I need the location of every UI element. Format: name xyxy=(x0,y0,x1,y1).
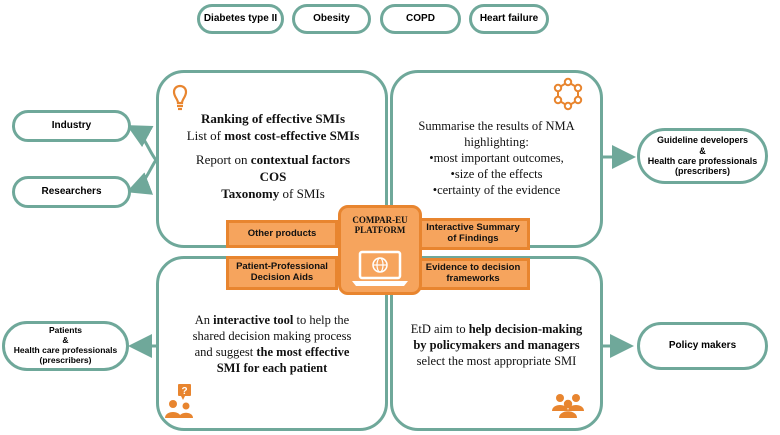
stakeholder-patients: Patients & Health care professionals (pr… xyxy=(2,321,129,371)
policymakers-line: by policymakers and managers xyxy=(413,338,580,352)
arrow-to-researchers xyxy=(126,159,158,195)
and-suggest-text: and suggest xyxy=(194,345,257,359)
laptop-globe-icon xyxy=(352,250,408,286)
bullet-certainty: •certainty of the evidence xyxy=(432,183,561,197)
contextual-factors-text: contextual factors xyxy=(250,152,351,167)
contextual-line: Report on contextual factors xyxy=(160,151,386,168)
summary-line-2: of Findings xyxy=(447,233,499,244)
patients-line-4: (prescribers) xyxy=(39,354,92,365)
guideline-line-1: Guideline developers xyxy=(656,135,748,146)
stakeholder-industry: Industry xyxy=(12,110,131,142)
select-smi-line: select the most appropriate SMI xyxy=(416,354,577,368)
top-right-text: Summarise the results of NMA highlightin… xyxy=(393,118,600,198)
interactive-tool-line: An interactive tool to help the xyxy=(158,312,386,328)
etd-aim-line: EtD aim to help decision-making xyxy=(392,321,601,337)
report-on-text: Report on xyxy=(195,152,251,167)
help-decision-text: help decision-making xyxy=(468,322,583,336)
bottom-left-text: An interactive tool to help the shared d… xyxy=(158,312,386,376)
highlighting-line: highlighting: xyxy=(464,135,529,149)
most-effective-text: the most effective xyxy=(256,345,350,359)
to-help-text: to help the xyxy=(293,313,350,327)
arrow-to-industry xyxy=(126,125,158,161)
condition-obesity: Obesity xyxy=(292,4,371,34)
patients-line-2: & xyxy=(62,335,69,346)
etd-line-2: frameworks xyxy=(446,273,500,284)
network-icon xyxy=(553,77,583,111)
patients-line-1: Patients xyxy=(48,325,83,336)
patients-line-3: Health care professionals xyxy=(13,345,118,355)
taxonomy-line: Taxonomy of SMIs xyxy=(160,185,386,202)
list-of-text: List of xyxy=(186,128,225,143)
bullet-outcomes: •most important outcomes, xyxy=(429,151,564,165)
stakeholder-policy-makers: Policy makers xyxy=(637,322,768,370)
of-smis-text: of SMIs xyxy=(279,186,325,201)
top-left-text: Ranking of effective SMIs List of most c… xyxy=(160,110,386,202)
nma-summary-line: Summarise the results of NMA xyxy=(418,119,575,133)
shared-decision-line: shared decision making process xyxy=(192,329,352,343)
condition-heart-failure: Heart failure xyxy=(469,4,549,34)
taxonomy-text: Taxonomy xyxy=(221,186,280,201)
compar-eu-platform: COMPAR-EU PLATFORM xyxy=(338,205,422,295)
other-products-box: Other products xyxy=(226,220,338,248)
suggest-line: and suggest the most effective xyxy=(158,344,386,360)
smi-each-patient-text: SMI for each patient xyxy=(216,361,328,375)
guideline-line-4: (prescribers) xyxy=(674,166,730,177)
an-text: An xyxy=(194,313,214,327)
people-group-icon xyxy=(552,394,584,418)
decision-aids-line-2: Decision Aids xyxy=(250,272,314,283)
cost-effective-text: most cost-effective SMIs xyxy=(224,128,360,143)
guideline-line-3: Health care professionals xyxy=(647,156,758,166)
decision-aids-line-1: Patient-Professional xyxy=(236,261,328,273)
platform-name: COMPAR-EU xyxy=(352,215,408,225)
bullet-size: •size of the effects xyxy=(450,167,543,181)
guideline-line-2: & xyxy=(699,145,706,156)
cos-label: COS xyxy=(259,169,287,184)
person-question-icon xyxy=(165,384,193,418)
cost-effective-line: List of most cost-effective SMIs xyxy=(160,127,386,144)
svg-text:?: ? xyxy=(181,386,187,397)
platform-subtitle: PLATFORM xyxy=(354,225,406,235)
stakeholder-researchers: Researchers xyxy=(12,176,131,208)
summary-line-1: Interactive Summary xyxy=(426,222,520,234)
ranking-label: Ranking of effective SMIs xyxy=(200,111,346,126)
condition-copd: COPD xyxy=(380,4,461,34)
etd-aim-text: EtD aim to xyxy=(410,322,469,336)
bottom-right-text: EtD aim to help decision-making by polic… xyxy=(392,321,601,369)
etd-line-1: Evidence to decision xyxy=(425,262,521,274)
lightbulb-icon xyxy=(172,84,188,111)
interactive-tool-text: interactive tool xyxy=(213,313,294,327)
stakeholder-guideline-developers: Guideline developers & Health care profe… xyxy=(637,128,768,184)
condition-diabetes: Diabetes type II xyxy=(197,4,284,34)
